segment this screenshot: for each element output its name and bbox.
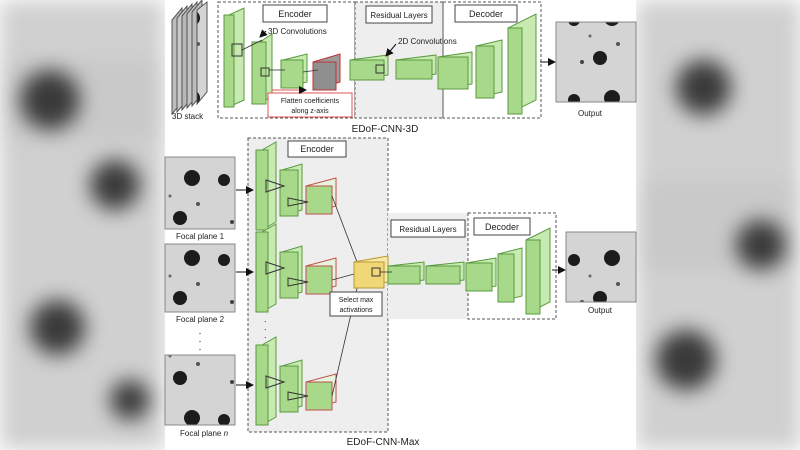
focal-plane-2-image bbox=[164, 243, 236, 313]
left-blurred-background bbox=[0, 0, 165, 450]
ellipsis-dot: . bbox=[199, 334, 202, 345]
top-output-image bbox=[555, 21, 637, 103]
select-max-box bbox=[329, 291, 383, 317]
focal-plane-2-label: Focal plane 2 bbox=[176, 315, 225, 324]
right-blurred-background bbox=[636, 0, 800, 450]
branch-ellipsis: . bbox=[264, 322, 267, 332]
focal-plane-n-image bbox=[164, 354, 236, 426]
top-decoder-label: Decoder bbox=[469, 9, 503, 19]
bottom-encoder-label: Encoder bbox=[300, 144, 334, 154]
ellipsis-dot: . bbox=[199, 326, 202, 337]
ellipsis-dot: . bbox=[199, 342, 202, 353]
branch-ellipsis: . bbox=[264, 314, 267, 324]
bottom-caption: EDoF-CNN-Max bbox=[347, 437, 420, 448]
bottom-output-image bbox=[565, 231, 637, 303]
top-encoder-label: Encoder bbox=[278, 9, 312, 19]
conv3d-label: 3D Convolutions bbox=[268, 27, 327, 36]
select-line2: activations bbox=[339, 307, 373, 314]
bottom-decoder-label: Decoder bbox=[485, 222, 519, 232]
focal-plane-1-image bbox=[164, 156, 236, 230]
encoder-branch-n bbox=[255, 336, 337, 426]
top-caption: EDoF-CNN-3D bbox=[352, 124, 419, 135]
max-activation-block bbox=[353, 255, 389, 289]
top-output-label: Output bbox=[578, 109, 603, 118]
branch-ellipsis: . bbox=[264, 330, 267, 340]
top-residual-layers bbox=[349, 54, 437, 81]
top-decoder-layers bbox=[437, 13, 537, 115]
stack-label: 3D stack bbox=[172, 112, 204, 121]
bottom-residual-layers bbox=[371, 261, 465, 285]
flatten-line1: Flatten coefficients bbox=[281, 98, 340, 105]
bottom-residual-label: Residual Layers bbox=[399, 225, 456, 234]
select-line1: Select max bbox=[339, 297, 374, 304]
conv2d-label: 2D Convolutions bbox=[398, 37, 457, 46]
bottom-output-label: Output bbox=[588, 306, 613, 315]
flatten-line2: along z-axis bbox=[291, 108, 329, 115]
bottom-decoder-layers bbox=[465, 227, 551, 315]
flatten-box bbox=[267, 92, 353, 118]
focal-plane-n-label: Focal plane n bbox=[180, 429, 229, 438]
top-residual-label: Residual Layers bbox=[370, 11, 427, 20]
encoder-branch-1 bbox=[255, 141, 337, 231]
encoder-branch-2 bbox=[255, 223, 337, 313]
focal-plane-1-label: Focal plane 1 bbox=[176, 232, 225, 241]
input-3d-stack bbox=[171, 0, 208, 116]
top-encoder-layers bbox=[223, 7, 341, 108]
